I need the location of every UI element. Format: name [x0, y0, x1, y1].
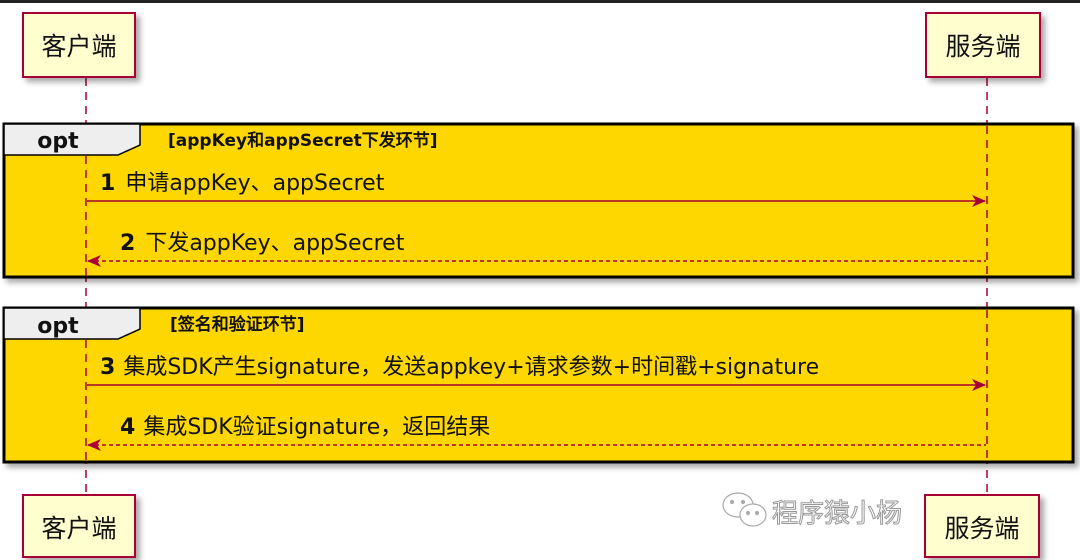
message-number: 2 — [120, 231, 135, 256]
opt-tab — [3, 123, 141, 156]
message-text: 集成SDK验证signature，返回结果 — [143, 415, 490, 440]
participant-label: 服务端 — [945, 32, 1020, 61]
opt-label: opt — [37, 314, 79, 339]
message-number: 4 — [120, 415, 135, 440]
participant-label: 服务端 — [944, 514, 1019, 543]
wechat-icon — [722, 492, 767, 527]
message-text: 申请appKey、appSecret — [125, 171, 384, 196]
participant-label: 客户端 — [41, 514, 116, 543]
participant-client-bottom: 客户端 — [22, 494, 136, 558]
message-1: 1 申请appKey、appSecret — [87, 171, 986, 207]
fragment-guard: [appKey和appSecret下发环节] — [168, 130, 438, 151]
message-text: 下发appKey、appSecret — [145, 231, 404, 256]
participant-server-bottom: 服务端 — [924, 494, 1040, 558]
watermark: 程序猿小杨 — [722, 492, 903, 530]
opt-label: opt — [37, 129, 79, 154]
message-text: 集成SDK产生signature，发送appkey+请求参数+时间戳+signa… — [123, 355, 819, 380]
fragment-guard: [签名和验证环节] — [170, 314, 305, 335]
message-number: 3 — [100, 355, 115, 380]
participant-server-top: 服务端 — [925, 12, 1041, 78]
participant-client-top: 客户端 — [22, 12, 136, 78]
participant-label: 客户端 — [41, 32, 116, 61]
message-number: 1 — [100, 171, 115, 196]
watermark-text: 程序猿小杨 — [772, 499, 902, 529]
message-2: 2 下发appKey、appSecret — [87, 231, 986, 267]
top-border — [0, 0, 1080, 3]
message-4: 4 集成SDK验证signature，返回结果 — [87, 415, 986, 451]
opt-tab — [3, 307, 141, 340]
message-3: 3 集成SDK产生signature，发送appkey+请求参数+时间戳+sign… — [87, 355, 986, 391]
